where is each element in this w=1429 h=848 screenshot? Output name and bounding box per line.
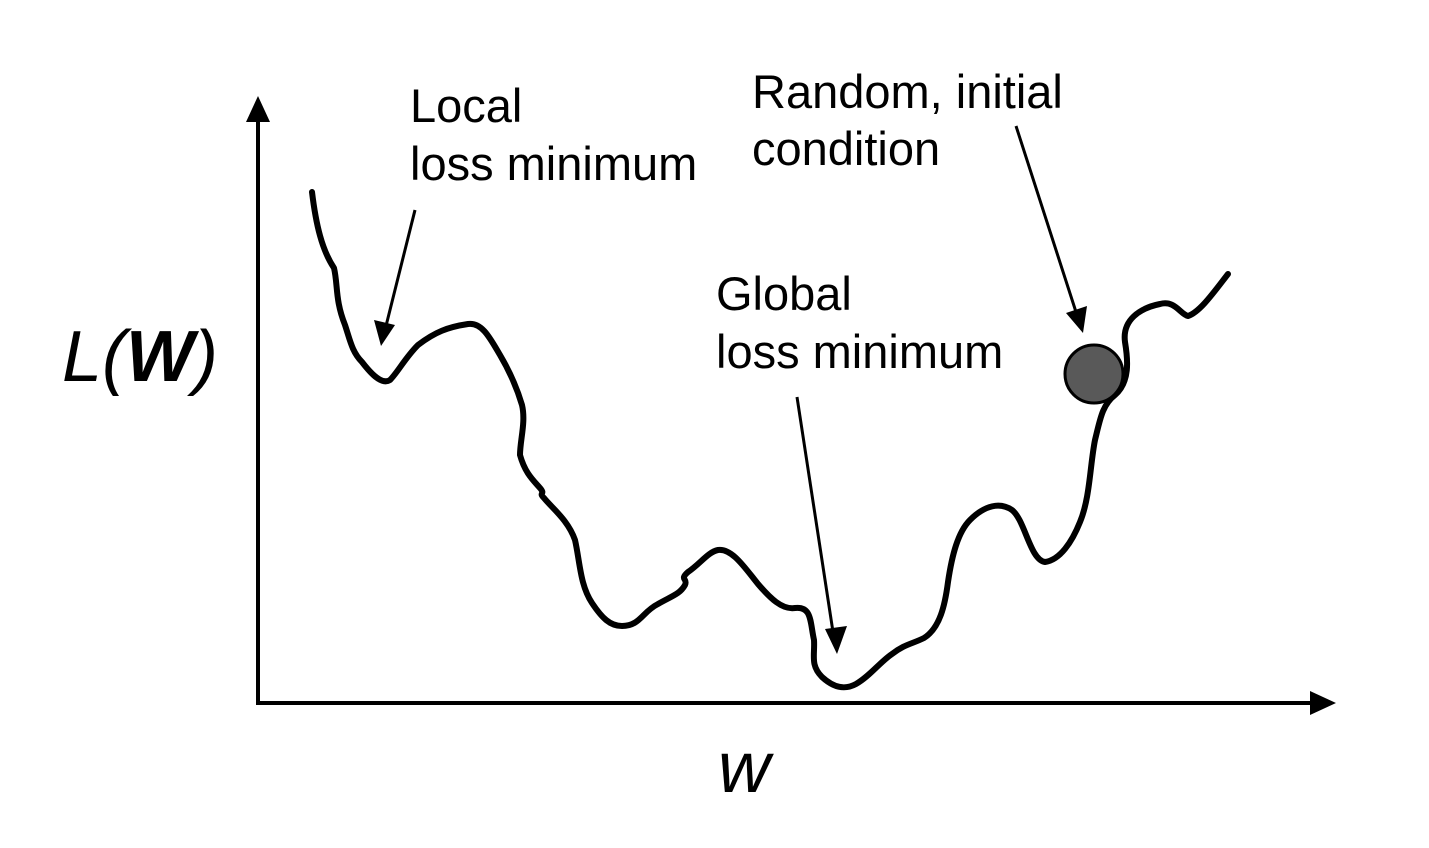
initial-condition-label-line1: Random, initial xyxy=(752,65,1063,118)
local-minimum-label-line1: Local xyxy=(410,79,522,132)
initial-condition-arrow xyxy=(1014,125,1078,313)
global-minimum-arrow xyxy=(795,396,835,633)
local-minimum-label-line2: loss minimum xyxy=(410,137,697,190)
y-axis-label-prefix: L( xyxy=(62,317,133,397)
initial-condition-arrowhead xyxy=(1066,306,1087,333)
loss-curve xyxy=(309,189,1231,691)
x-axis-arrowhead xyxy=(1310,691,1336,715)
y-axis-label-variable: W xyxy=(126,317,200,397)
initial-condition-ball xyxy=(1063,343,1125,405)
global-minimum-label-line2: loss minimum xyxy=(716,325,1003,378)
y-axis-label: L(W) xyxy=(62,317,218,397)
global-minimum-label-line1: Global xyxy=(716,267,852,320)
local-minimum-arrowhead xyxy=(374,320,395,346)
initial-condition-label-line2: condition xyxy=(752,122,940,175)
local-minimum-arrow xyxy=(384,209,417,327)
global-minimum-arrowhead xyxy=(825,626,847,654)
y-axis-arrowhead xyxy=(246,96,270,122)
x-axis-label: w xyxy=(718,728,774,808)
